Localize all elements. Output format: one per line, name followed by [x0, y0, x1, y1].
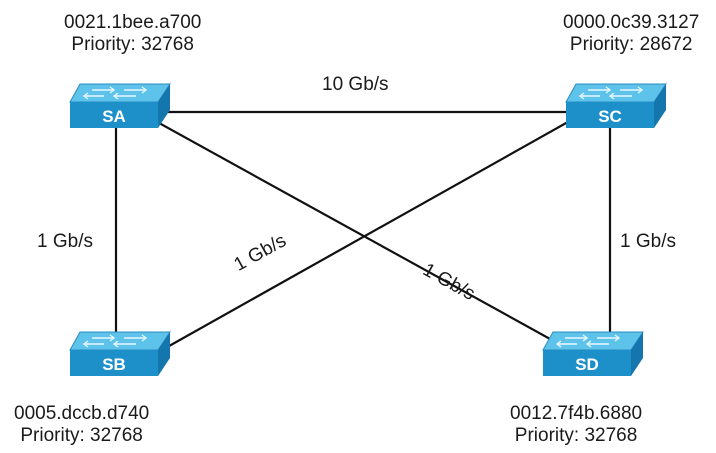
switch-arrows-icon: [82, 86, 148, 100]
switch-sd-priority: Priority: 32768: [514, 425, 638, 446]
switch-sd-info: 0012.7f4b.6880 Priority: 32768: [510, 403, 642, 447]
switch-sb-mac: 0005.dccb.d740: [14, 403, 150, 424]
switch-front: [70, 350, 158, 376]
switch-arrows-icon: [578, 86, 644, 100]
switch-arrows-icon: [555, 334, 621, 348]
link-sc-sd-speed: 1 Gb/s: [620, 231, 676, 252]
switch-top: [542, 331, 644, 351]
switch-sa[interactable]: SA: [69, 83, 171, 128]
switch-sc-mac: 0000.0c39.3127: [563, 12, 700, 33]
switch-sa-priority: Priority: 32768: [71, 34, 194, 55]
switch-sb-priority: Priority: 32768: [20, 425, 143, 446]
link-sa-sc-speed: 10 Gb/s: [322, 74, 389, 95]
switch-sc-priority: Priority: 28672: [569, 34, 693, 55]
switch-sb-info: 0005.dccb.d740 Priority: 32768: [14, 403, 149, 447]
switch-sc-info: 0000.0c39.3127 Priority: 28672: [563, 12, 699, 56]
switch-sd-mac: 0012.7f4b.6880: [510, 403, 643, 424]
switch-sa-mac: 0021.1bee.a700: [64, 12, 202, 33]
switch-front: [543, 350, 631, 376]
switch-side: [631, 332, 643, 376]
link-sa-sd: [149, 117, 571, 351]
switch-side: [654, 84, 666, 128]
link-sb-sc: [161, 117, 576, 351]
switch-label: SB: [102, 355, 126, 374]
switch-front: [566, 102, 654, 128]
switch-top: [565, 83, 667, 103]
switch-sb[interactable]: SB: [69, 331, 171, 376]
switch-sc[interactable]: SC: [565, 83, 667, 128]
switch-label: SC: [598, 107, 622, 126]
switch-sd[interactable]: SD: [542, 331, 644, 376]
switch-label: SA: [102, 107, 126, 126]
switch-front: [70, 102, 158, 128]
switch-top: [69, 331, 171, 351]
switch-side: [158, 332, 170, 376]
switch-top: [69, 83, 171, 103]
switch-arrows-icon: [82, 334, 148, 348]
switch-sa-info: 0021.1bee.a700 Priority: 32768: [64, 12, 201, 56]
switch-side: [158, 84, 170, 128]
switch-label: SD: [575, 355, 599, 374]
link-sa-sb-speed: 1 Gb/s: [37, 231, 93, 252]
